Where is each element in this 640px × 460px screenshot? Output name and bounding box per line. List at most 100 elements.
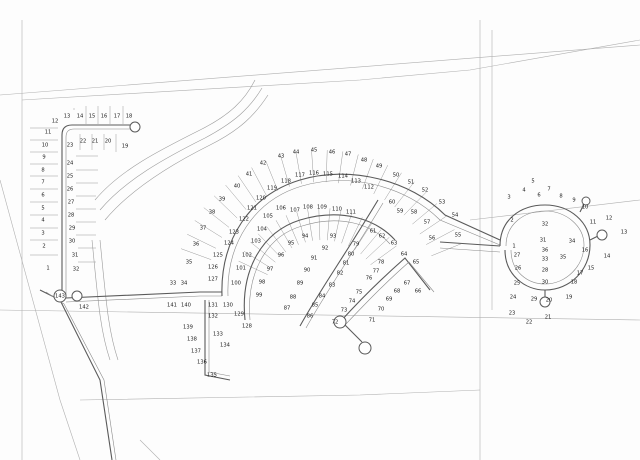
lot-number-label: 16 — [101, 114, 108, 120]
lot-number-label: 34 — [569, 239, 576, 245]
lot-number-label: 22 — [526, 320, 533, 326]
lot-number-label: 1 — [46, 266, 49, 272]
lot-number-label: 35 — [186, 260, 193, 266]
lot-number-label: 98 — [259, 280, 266, 286]
lot-number-label: 68 — [394, 289, 401, 295]
lot-number-label: 6 — [41, 193, 44, 199]
lot-number-label: 114 — [338, 174, 349, 180]
lot-number-label: 57 — [424, 220, 431, 226]
lot-number-label: 85 — [312, 303, 319, 309]
lot-number-label: 97 — [267, 267, 274, 273]
lot-number-label: 2 — [510, 218, 513, 224]
lot-number-label: 12 — [606, 216, 613, 222]
lot-number-label: 141 — [167, 303, 177, 309]
lot-number-label: 4 — [522, 188, 526, 194]
crescent-lot-line — [266, 226, 287, 253]
west-cul-de-sac-south — [71, 290, 83, 302]
lot-number-label: 127 — [208, 277, 218, 283]
lot-number-label: 73 — [341, 308, 348, 314]
lot-number-label: 124 — [224, 241, 235, 247]
lot-number-label: 131 — [208, 303, 218, 309]
lot-number-label: 111 — [346, 210, 356, 216]
lot-number-label: 27 — [514, 253, 521, 259]
crescent-lot-line — [243, 251, 272, 269]
lot-number-label: 10 — [582, 205, 589, 211]
lot-number-label: 33 — [542, 257, 549, 263]
crescent-lot-line — [194, 220, 223, 238]
lot-number-label: 112 — [364, 185, 374, 191]
crescent-lot-line — [295, 152, 302, 184]
crescent-lot-lines — [180, 150, 462, 275]
lot-number-label: 67 — [404, 281, 411, 287]
lot-number-label: 5 — [531, 179, 534, 185]
lot-number-label: 75 — [356, 290, 363, 296]
lot-number-label: 20 — [546, 298, 553, 304]
lot-number-label: 24 — [510, 295, 517, 301]
lot-number-label: 69 — [386, 297, 393, 303]
lot-number-label: 117 — [295, 173, 305, 179]
lot-number-label: 1 — [512, 244, 515, 250]
lot-number-label: 60 — [389, 200, 396, 206]
crescent-lot-line — [431, 243, 462, 257]
lot-number-label: 4 — [41, 218, 45, 224]
lot-number-label: 26 — [515, 266, 522, 272]
lot-number-label: 79 — [353, 242, 360, 248]
lot-number-label: 87 — [284, 306, 291, 312]
lot-number-label: 81 — [343, 261, 350, 267]
creek-corridor — [91, 79, 269, 361]
lot-number-label: 59 — [397, 209, 404, 215]
crescent-lot-line — [203, 207, 230, 228]
lot-number-label: 21 — [545, 315, 552, 321]
lot-number-label: 38 — [209, 210, 216, 216]
lot-number-label: 110 — [332, 207, 342, 213]
lot-number-label: 34 — [181, 281, 188, 287]
lot-number-label: 121 — [247, 206, 257, 212]
lot-number-label: 9 — [572, 198, 575, 204]
lot-number-label: 28 — [68, 213, 75, 219]
lot-number-label: 125 — [213, 253, 223, 259]
lot-number-label: 17 — [577, 271, 584, 277]
lot-number-label: 64 — [401, 252, 408, 258]
lot-number-label: 54 — [452, 213, 459, 219]
lot-number-label: 48 — [361, 158, 368, 164]
lot-number-label: 58 — [411, 210, 418, 216]
lot-number-label: 28 — [542, 268, 549, 274]
lot-number-label: 25 — [514, 281, 521, 287]
lot-number-label: 143 — [55, 294, 65, 300]
lot-number-label: 103 — [251, 239, 261, 245]
crescent-lot-line — [370, 245, 397, 265]
lot-number-label: 135 — [207, 373, 217, 379]
lot-number-label: 32 — [542, 222, 549, 228]
lot-number-label: 94 — [302, 234, 309, 240]
west-cul-de-sac — [129, 121, 141, 133]
crescent-lot-line — [213, 195, 238, 219]
crescent-lot-line — [348, 217, 363, 247]
crescent-lot-line — [338, 151, 344, 184]
south-cul-de-sac — [333, 315, 347, 329]
lot-number-label: 78 — [378, 260, 385, 266]
lot-number-label: 29 — [531, 297, 538, 303]
lot-number-label: 122 — [239, 217, 249, 223]
lot-number-label: 36 — [193, 242, 200, 248]
road-network — [39, 121, 608, 460]
lot-number-label: 65 — [413, 260, 420, 266]
lot-number-label: 15 — [588, 266, 595, 272]
lot-number-label: 20 — [105, 139, 112, 145]
lot-number-label: 105 — [263, 214, 273, 220]
lot-number-label: 71 — [369, 318, 376, 324]
lot-number-label: 2 — [42, 244, 45, 250]
crescent-lot-line — [326, 208, 331, 241]
lot-number-label: 76 — [366, 276, 373, 282]
lot-number-label: 95 — [288, 241, 295, 247]
lot-number-label: 11 — [590, 220, 597, 226]
lot-number-label: 6 — [537, 193, 540, 199]
lot-number-label: 83 — [329, 283, 336, 289]
crescent-lot-line — [318, 208, 321, 241]
crescent-lot-line — [307, 209, 313, 241]
lot-number-label: 16 — [582, 248, 589, 254]
crescent-lot-line — [394, 181, 415, 208]
lot-number-label: 108 — [303, 205, 313, 211]
east-cul-de-sac-south — [539, 296, 551, 308]
lot-number-label: 93 — [330, 234, 337, 240]
